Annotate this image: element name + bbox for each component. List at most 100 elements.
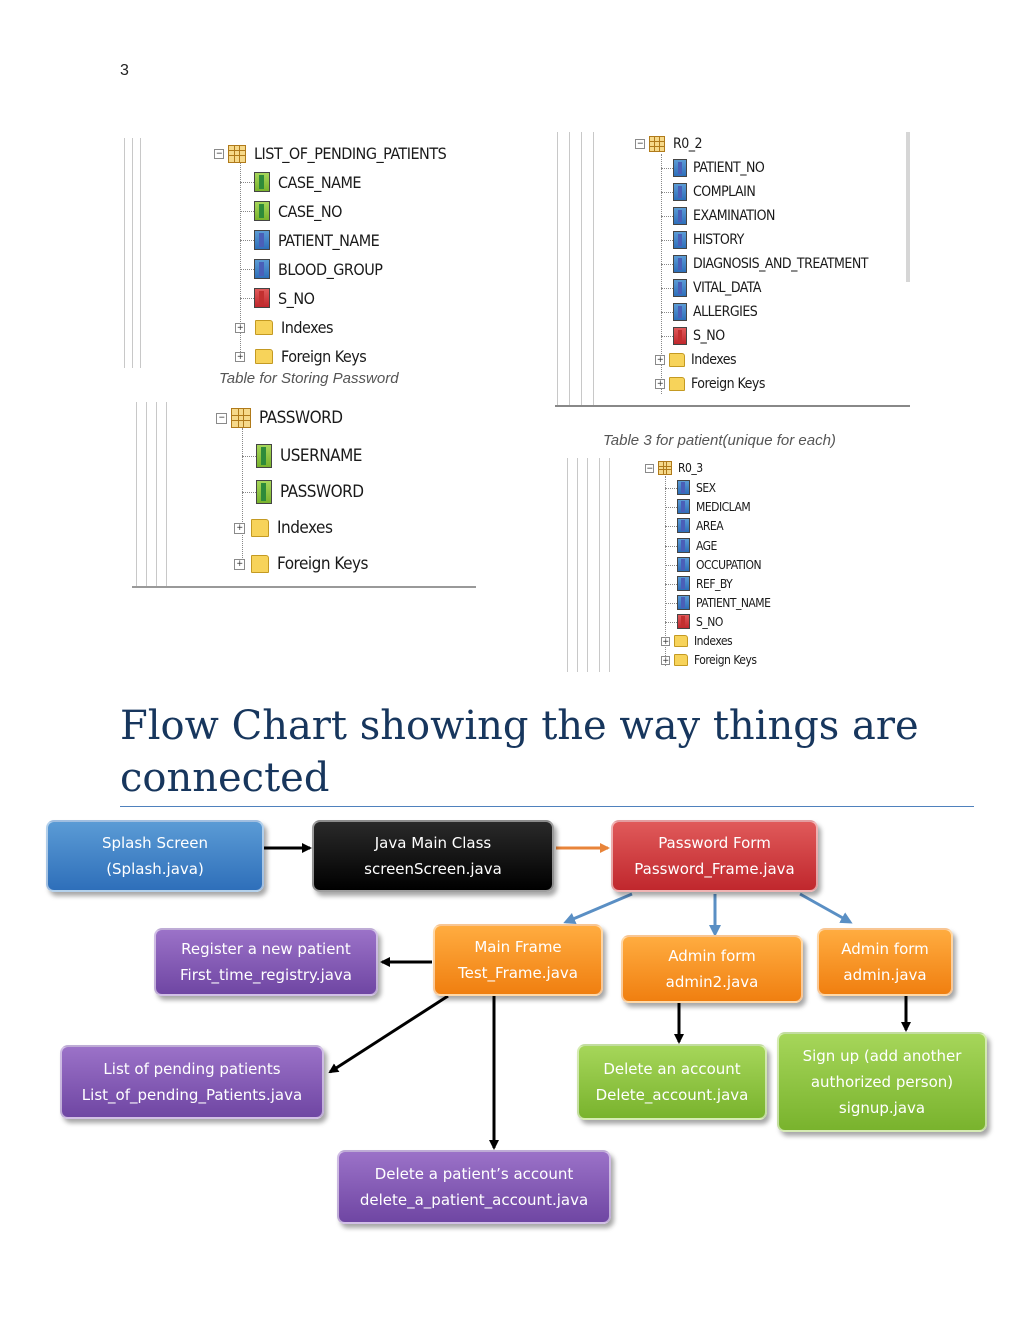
box-line: Sign up (add another (802, 1047, 962, 1065)
box-line: Delete a patient’s account (374, 1165, 574, 1183)
tree-folder-row: + Indexes (235, 318, 333, 337)
arrow-password-to-mainframe (563, 892, 633, 925)
expand-icon[interactable]: + (235, 351, 245, 362)
column-icon (673, 303, 687, 321)
expand-icon[interactable]: + (234, 558, 245, 570)
box-line: Register a new patient (181, 940, 351, 958)
folder-icon (669, 377, 685, 391)
tree-column-row: S_NO (673, 327, 725, 345)
column-label: CASE_NO (278, 201, 342, 221)
tree-column-row: AGE (677, 538, 717, 553)
table-icon (658, 461, 672, 475)
column-label: OCCUPATION (696, 557, 762, 572)
folder-label: Foreign Keys (694, 653, 757, 667)
expand-icon[interactable]: + (234, 522, 245, 534)
box-line: authorized person) (810, 1073, 954, 1091)
caption-table-3: Table 3 for patient(unique for each) (603, 432, 836, 449)
scrollbar[interactable] (906, 132, 910, 282)
column-icon (254, 288, 270, 308)
collapse-icon[interactable]: − (635, 139, 645, 149)
tree-column-row: PATIENT_NAME (677, 595, 771, 610)
table-name: PASSWORD (259, 408, 343, 428)
tree-column-row: PATIENT_NAME (254, 230, 380, 250)
folder-label: Foreign Keys (281, 347, 367, 366)
column-label: MEDICLAM (696, 499, 751, 514)
box-line: Main Frame (474, 938, 562, 956)
column-icon (677, 518, 690, 533)
tree-table-row: − PASSWORD (216, 408, 343, 428)
column-label: USERNAME (280, 446, 362, 466)
table-name: R0_3 (678, 461, 703, 475)
tree-folder-row: + Indexes (234, 518, 333, 538)
column-icon (254, 259, 270, 279)
tree-column-row: OCCUPATION (677, 557, 762, 572)
column-label: REF_BY (696, 576, 733, 591)
folder-label: Indexes (691, 352, 737, 368)
column-label: COMPLAIN (693, 184, 756, 200)
folder-label: Foreign Keys (277, 554, 369, 574)
column-icon (677, 576, 690, 591)
tree-column-row: REF_BY (677, 576, 733, 591)
admin2-form-box: Admin form admin2.java (621, 935, 803, 1003)
column-label: DIAGNOSIS_AND_TREATMENT (693, 256, 868, 272)
tree-panel-r0-3: − R0_3 SEX MEDICLAM AREA AGE OCCUPATION … (565, 458, 898, 672)
column-label: ALLERGIES (693, 304, 758, 320)
column-label: CASE_NAME (278, 172, 361, 192)
column-label: HISTORY (693, 232, 744, 248)
column-label: EXAMINATION (693, 208, 775, 224)
java-main-class-box: Java Main Class screenScreen.java (312, 820, 554, 892)
tree-folder-row: + Foreign Keys (661, 653, 757, 667)
folder-label: Indexes (277, 518, 333, 538)
tree-column-row: COMPLAIN (673, 183, 756, 201)
column-label: SEX (696, 480, 716, 495)
column-icon (673, 183, 687, 201)
key-column-icon (256, 480, 272, 504)
column-label: AREA (696, 518, 724, 533)
tree-column-row: S_NO (677, 614, 723, 629)
folder-icon (674, 654, 688, 666)
box-line: Password Form (658, 834, 771, 852)
tree-folder-row: + Indexes (661, 634, 733, 648)
tree-column-row: S_NO (254, 288, 315, 308)
box-line: delete_a_patient_account.java (359, 1191, 589, 1209)
tree-column-row: PASSWORD (256, 480, 364, 504)
tree-table-row: − LIST_OF_PENDING_PATIENTS (214, 144, 447, 163)
tree-column-row: AREA (677, 518, 724, 533)
column-icon (673, 255, 687, 273)
page-number: 3 (120, 62, 129, 79)
box-line: Password_Frame.java (634, 860, 795, 878)
collapse-icon[interactable]: − (645, 463, 654, 474)
admin-form-box: Admin form admin.java (817, 928, 953, 996)
tree-folder-row: + Indexes (655, 352, 737, 368)
tree-folder-row: + Foreign Keys (655, 376, 765, 392)
expand-icon[interactable]: + (235, 322, 245, 333)
tree-panel-password: − PASSWORD USERNAME PASSWORD + Indexes +… (132, 402, 476, 588)
collapse-icon[interactable]: − (216, 412, 227, 424)
box-line: Splash Screen (101, 834, 209, 852)
column-label: PASSWORD (280, 482, 364, 502)
column-icon (673, 231, 687, 249)
tree-panel-r0-2: − R0_2 PATIENT_NO COMPLAIN EXAMINATION H… (555, 132, 910, 407)
folder-icon (255, 320, 273, 335)
box-line: Delete an account (603, 1060, 741, 1078)
collapse-icon[interactable]: − (214, 148, 224, 159)
column-label: PATIENT_NAME (278, 230, 380, 250)
expand-icon[interactable]: + (661, 655, 670, 666)
box-line: First_time_registry.java (179, 966, 352, 984)
column-icon (673, 207, 687, 225)
expand-icon[interactable]: + (655, 379, 665, 389)
box-line: Delete_account.java (595, 1086, 749, 1104)
expand-icon[interactable]: + (661, 636, 670, 647)
column-label: S_NO (693, 328, 725, 344)
delete-patient-account-box: Delete a patient’s account delete_a_pati… (337, 1150, 611, 1224)
folder-label: Foreign Keys (691, 376, 765, 392)
tree-column-row: DIAGNOSIS_AND_TREATMENT (673, 255, 868, 273)
column-label: S_NO (696, 614, 723, 629)
folder-icon (255, 349, 273, 364)
main-frame-box: Main Frame Test_Frame.java (433, 924, 603, 996)
register-patient-box: Register a new patient First_time_regist… (154, 928, 378, 996)
column-label: BLOOD_GROUP (278, 259, 383, 279)
expand-icon[interactable]: + (655, 355, 665, 365)
caption-password-table: Table for Storing Password (219, 370, 399, 387)
